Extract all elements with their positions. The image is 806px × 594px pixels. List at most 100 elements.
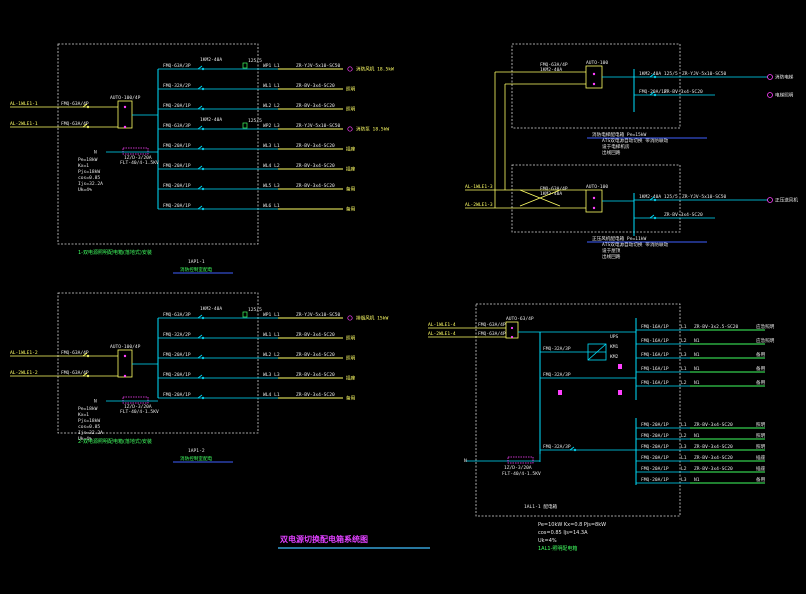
ats-terminal [123,354,127,358]
incoming-breaker-label: FMQ-63A/4P [478,331,506,337]
breaker-contact [197,394,203,399]
cable-spec: N1 [694,433,700,439]
motor-symbol [767,197,773,203]
circuit-id: L2 [681,433,687,439]
panel-note: ATS双电源自动切换 带消防联动 [602,241,669,248]
ats-block [505,321,519,339]
circuit-id: WL1 L1 [263,332,280,338]
ats-label: AUTO-100 [586,184,608,190]
incoming-feeder-label: AL-2WLE1-4 [428,331,456,337]
breaker-terminal [201,67,205,71]
circuit-id: L2 [681,338,687,344]
load-description: 消防电梯 [775,74,794,81]
circuit-breaker-label: FMQ-20A/1P [163,163,191,169]
cable-spec: N1 [694,366,700,372]
cable-spec: ZR-YJV-5x10-SC50 [296,63,340,69]
circuit-breaker-label: FMQ-16A/1P [641,338,669,344]
incoming-breaker-label: FMQ-63A/4P [61,370,89,376]
cable-spec: ZR-BV-3x4-SC20 [296,392,335,398]
breaker-terminal [201,356,205,360]
motor-symbol [347,126,353,132]
cable-spec: N1 [694,352,700,358]
cable-spec: ZR-BV-3x4-SC20 [296,372,335,378]
ats-block [117,100,133,129]
cable-spec: ZR-BV-3x4-SC20 [296,83,335,89]
load-description: 备用 [346,206,356,213]
ats-label: AUTO-100 [586,60,608,66]
cable-spec: ZR-BV-3x2.5-SC20 [694,324,738,330]
circuit-id: WL4 L1 [263,392,280,398]
contactor-label: KM2 [610,354,619,360]
load-description: 消防风机 18.5kW [356,66,394,73]
circuit-breaker-label: FMQ-32A/2P [163,332,191,338]
ats-terminal [123,105,127,109]
breaker-contact [197,65,203,70]
breaker-terminal [86,105,90,109]
load-description: 备用 [756,365,766,372]
panel-frame [57,292,259,434]
motor-symbol [767,92,773,98]
load-parameter: Ijs=32.2A [78,181,103,187]
incoming-feeder-label: AL-1WLE1-1 [10,101,38,107]
load-description: 照明 [346,336,356,342]
load-parameter: cos=0.85 [78,175,100,181]
breaker-terminal [201,207,205,211]
box-id: 1AP1-2 [188,448,205,454]
breaker-contact [82,103,88,108]
contactor-label: 1KM2-40A [200,306,222,312]
breaker-terminal [653,216,657,220]
panel-note: 出线回路 [602,149,621,156]
load-description: 插座 [346,166,356,173]
ats-label: AUTO-100/4P [110,344,141,350]
breaker-label: 1KM2-40A [540,67,562,73]
contactor-label: KM1 [610,344,619,350]
spd-label: 1Z/D-3/20A [504,465,532,471]
breaker-terminal [653,75,657,79]
breaker-terminal [573,448,577,452]
panel-caption: 1-双电源照明配电箱(落地式)安装 [78,249,152,256]
load-description: 照明 [346,87,356,93]
circuit-breaker-label: FMQ-20A/1P [641,422,669,428]
load-parameter: Pe=18kW [78,157,98,163]
load-description: 备用 [756,351,766,358]
breaker-terminal [201,107,205,111]
load-parameter: cos=0.85 [78,424,100,430]
cable-spec: ZR-YJV-5x10-SC50 [682,194,726,200]
box-id: 1AL1-1 配电箱 [524,503,558,510]
circuit-breaker-label: 1KM2-40A 125/5 [639,71,678,77]
cable-spec: ZR-BV-3x4-SC20 [296,103,335,109]
motor-symbol [347,66,353,72]
load-description: 电梯照明 [775,92,794,99]
breaker-terminal [201,187,205,191]
circuit-id: L2 [681,380,687,386]
panel-frame [57,43,259,245]
circuit-id: WL1 L1 [263,83,280,89]
load-description: 应急照明 [756,337,775,344]
ats-terminal [592,72,596,76]
incoming-breaker-label: FMQ-63A/4P [61,121,89,127]
cross-feeder [519,189,561,207]
breaker-terminal [653,198,657,202]
ups-block [587,343,607,361]
cable-spec: ZR-BV-3x4-SC20 [296,332,335,338]
breaker-contact [197,374,203,379]
load-parameter: Ijs=32.2A [78,430,103,436]
breaker-contact [197,85,203,90]
circuit-breaker-label: FMQ-20A/1P [163,183,191,189]
drawing-title-block: 双电源切换配电箱系统图 [278,534,430,549]
circuit-breaker-label: FMQ-32A/3P [543,346,571,352]
load-description: 应急照明 [756,323,775,330]
circuit-id: WL4 L2 [263,163,280,169]
breaker-contact [82,372,88,377]
panel-note: 消防电梯配电箱 Pe=15kW [592,131,647,138]
load-description: 排烟风机 15kW [356,315,388,322]
load-parameter: Pjs=18kW [78,418,100,424]
load-description: 照明 [756,422,766,428]
circuit-breaker-label: FMQ-20A/1P [641,466,669,472]
incoming-feeder-label: AL-2WLE1-3 [465,202,493,208]
breaker-terminal [201,167,205,171]
circuit-breaker-label: FMQ-20A/1P [163,203,191,209]
cable-spec: ZR-YJV-5x10-SC50 [682,71,726,77]
